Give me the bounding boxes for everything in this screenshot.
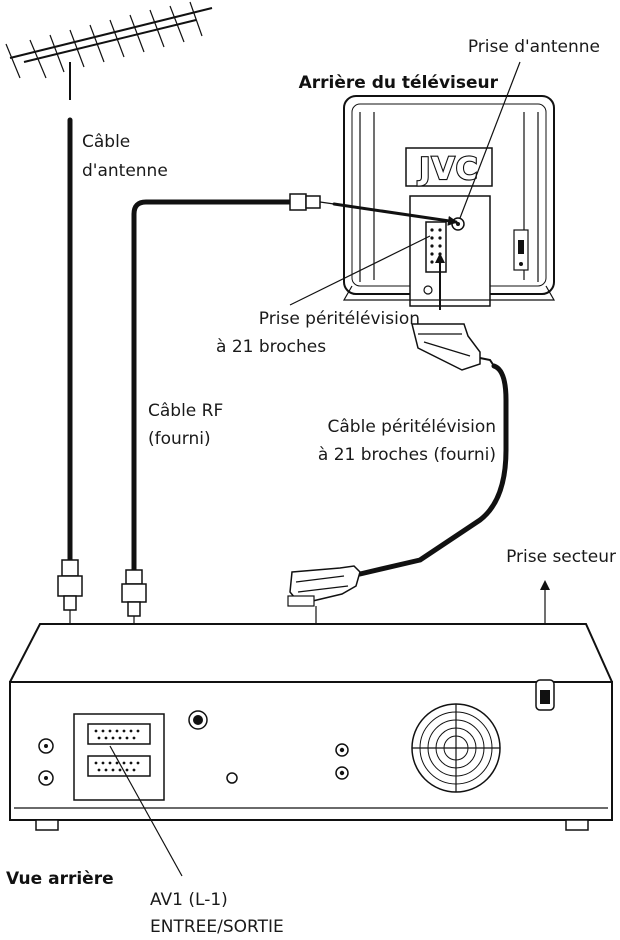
- label-scart-cable-2: à 21 broches (fourni): [318, 445, 496, 465]
- antenna-cable: [48, 117, 83, 762]
- vcr-rear: [9, 623, 613, 831]
- label-av1-1: AV1 (L-1): [150, 890, 228, 910]
- tv-brand-logo: JVC: [417, 152, 478, 187]
- label-av1-2: ENTREE/SORTIE: [150, 917, 284, 937]
- label-tv-rear: Arrière du téléviseur: [299, 73, 499, 93]
- label-scart-socket-1: Prise péritélévision: [259, 309, 420, 329]
- tv-scart-socket: [425, 221, 447, 273]
- label-rf-cable-2: (fourni): [148, 429, 211, 449]
- label-antenna-cable-2: d'antenne: [82, 161, 168, 181]
- scart-cable: [140, 253, 509, 741]
- label-antenna-socket: Prise d'antenne: [468, 37, 600, 57]
- label-rear-view: Vue arrière: [6, 869, 114, 889]
- label-scart-socket-2: à 21 broches: [216, 337, 326, 357]
- label-rf-cable-1: Câble RF: [148, 401, 223, 421]
- label-scart-cable-1: Câble péritélévision: [328, 417, 496, 437]
- antenna-icon: [5, 1, 213, 100]
- tv-rear: JVC: [342, 95, 556, 307]
- label-mains-socket: Prise secteur: [506, 547, 616, 567]
- label-antenna-cable-1: Câble: [82, 132, 130, 152]
